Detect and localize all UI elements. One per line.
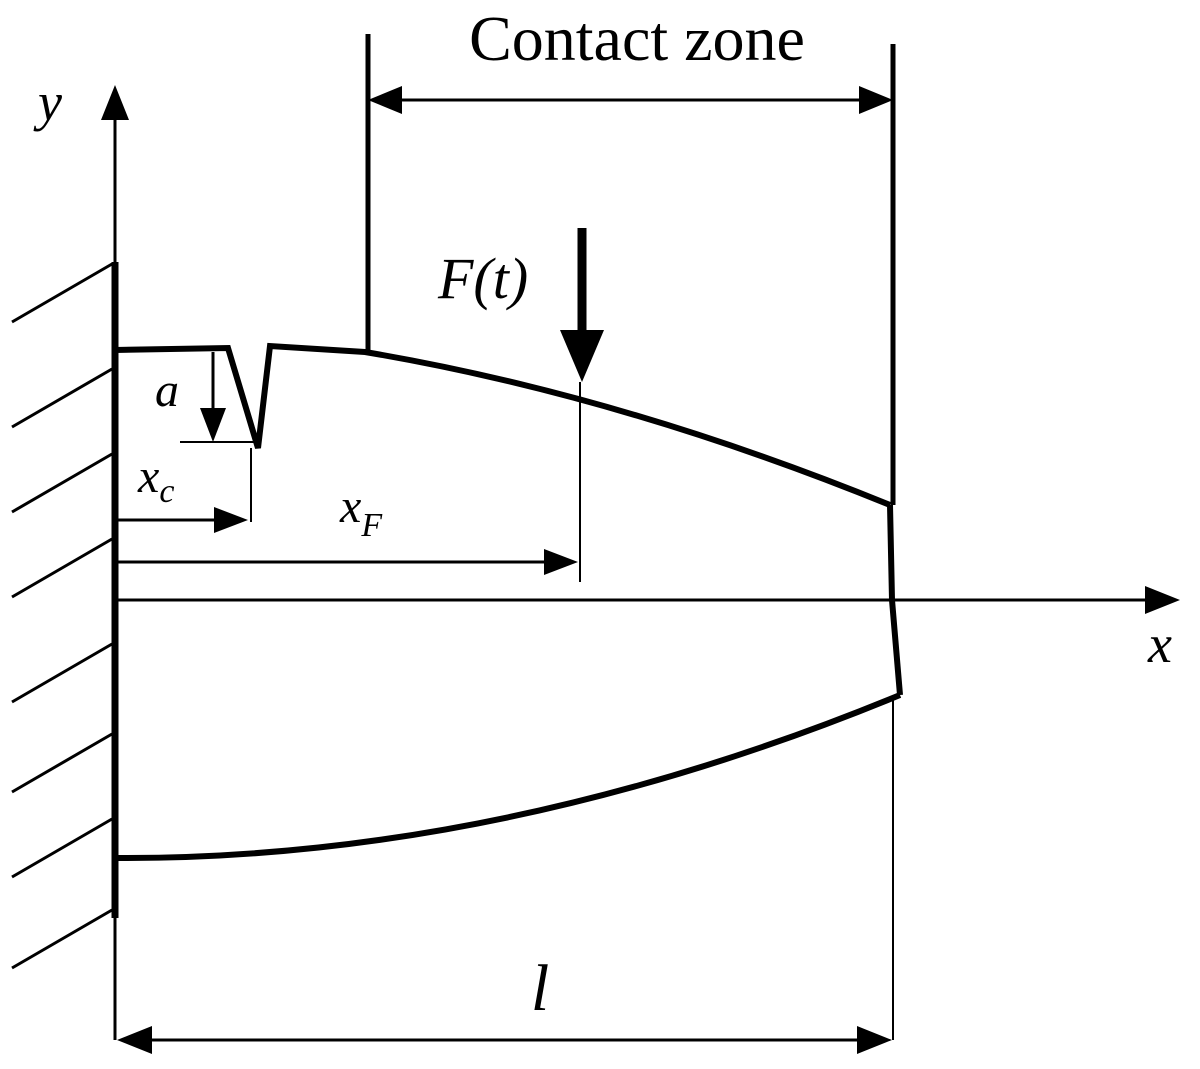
crack-position-subscript: c xyxy=(159,473,174,510)
force-position-label: xF xyxy=(339,480,383,544)
beam-bottom-edge xyxy=(114,692,902,862)
y-axis-arrowhead xyxy=(101,85,129,120)
force-position-subscript: F xyxy=(360,507,383,544)
crack-depth-arrowhead xyxy=(200,408,226,442)
beam-length-left-arrowhead xyxy=(117,1026,152,1054)
x-axis-arrowhead xyxy=(1145,586,1180,614)
beam-top-edge xyxy=(114,342,892,508)
crack-position-arrowhead xyxy=(214,507,248,533)
beam-length-right-arrowhead xyxy=(857,1026,892,1054)
y-axis-label: y xyxy=(33,72,62,132)
beam-free-end xyxy=(887,504,903,696)
fixed-support-hatching xyxy=(11,262,113,970)
force-arrowhead xyxy=(560,330,604,382)
x-axis-label: x xyxy=(1147,614,1172,674)
contact-zone-left-arrowhead xyxy=(368,86,402,114)
force-label: F(t) xyxy=(437,246,528,311)
contact-zone-label: Contact zone xyxy=(469,3,805,74)
beam-length-label: l xyxy=(531,952,549,1025)
force-position-arrowhead xyxy=(544,549,578,575)
contact-zone-right-arrowhead xyxy=(859,86,893,114)
crack-depth-label: a xyxy=(155,364,179,417)
crack-position-label: xc xyxy=(137,450,174,510)
